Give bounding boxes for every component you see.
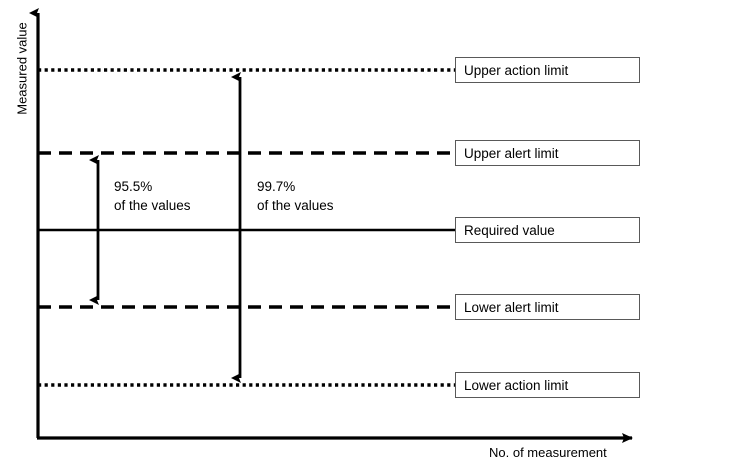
annotation-95-5-percent-caption: of the values: [114, 198, 191, 213]
annotation-95-5-percent-value: 95.5%: [114, 179, 153, 194]
label-lower-alert-limit: Lower alert limit: [455, 294, 640, 320]
annotation-99-7-percent: 99.7% of the values: [257, 177, 334, 215]
label-required-value: Required value: [455, 217, 640, 243]
annotation-99-7-percent-caption: of the values: [257, 198, 334, 213]
annotation-95-5-percent: 95.5% of the values: [114, 177, 191, 215]
label-upper-alert-limit: Upper alert limit: [455, 140, 640, 166]
x-axis-title: No. of measurement: [489, 445, 607, 460]
annotation-99-7-percent-value: 99.7%: [257, 179, 296, 194]
label-lower-action-limit: Lower action limit: [455, 372, 640, 398]
label-upper-action-limit: Upper action limit: [455, 57, 640, 83]
y-axis-title: Measured value: [14, 22, 30, 115]
